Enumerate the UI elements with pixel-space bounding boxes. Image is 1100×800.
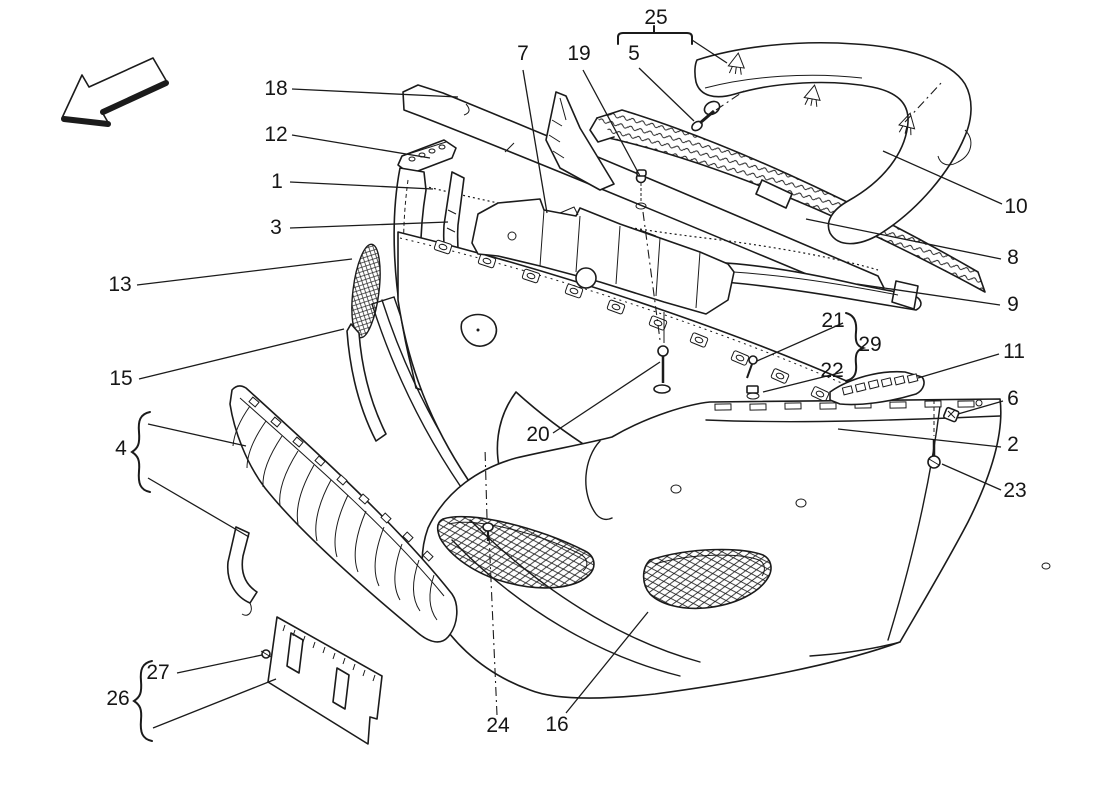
bolt-20: [642, 211, 671, 394]
callout-5[interactable]: 5: [628, 42, 640, 65]
clip-6: [942, 406, 960, 423]
callout-27[interactable]: 27: [146, 661, 169, 684]
callout-19[interactable]: 19: [567, 42, 590, 65]
bolt-24: [482, 522, 494, 541]
callout-21[interactable]: 21: [821, 309, 844, 332]
direction-arrow-icon: [61, 57, 169, 127]
callout-4[interactable]: 4: [115, 437, 127, 460]
callout-8[interactable]: 8: [1007, 246, 1019, 269]
callout-1[interactable]: 1: [271, 170, 283, 193]
air-duct-shroud: [694, 42, 972, 245]
bumper-stay-right: [545, 91, 615, 191]
leader-lines: [136, 39, 1004, 729]
bolt-23: [927, 400, 941, 469]
side-vent-mesh: [351, 243, 381, 339]
callout-24[interactable]: 24: [486, 714, 510, 737]
callout-9[interactable]: 9: [1007, 293, 1019, 316]
carrier-back-edge: [399, 179, 879, 271]
callout-15[interactable]: 15: [109, 367, 132, 390]
license-plate-holder: [267, 616, 383, 745]
callout-13[interactable]: 13: [108, 273, 131, 296]
callout-6[interactable]: 6: [1007, 387, 1019, 410]
callout-20[interactable]: 20: [526, 423, 549, 446]
callout-26[interactable]: 26: [106, 687, 129, 710]
bolt-5: [691, 90, 745, 132]
callout-23[interactable]: 23: [1003, 479, 1026, 502]
callout-10[interactable]: 10: [1004, 195, 1027, 218]
impact-crossbeam: [589, 109, 986, 293]
callout-22[interactable]: 22: [820, 359, 843, 382]
duct-triangle-mark: [727, 52, 746, 75]
screw-19: [635, 169, 647, 210]
duct-triangle-mark: [898, 112, 916, 136]
callout-12[interactable]: 12: [264, 123, 287, 146]
nut-22: [746, 385, 760, 400]
trim-strip: [346, 323, 387, 442]
callout-2[interactable]: 2: [1007, 433, 1019, 456]
callout-25[interactable]: 25: [644, 6, 667, 29]
group-braces: [130, 25, 867, 742]
callout-18[interactable]: 18: [264, 77, 287, 100]
side-mesh-grille: [642, 548, 772, 610]
callout-29[interactable]: 29: [858, 333, 881, 356]
callout-16[interactable]: 16: [545, 713, 568, 736]
stud-21: [746, 355, 758, 379]
callout-7[interactable]: 7: [517, 42, 529, 65]
energy-absorber: [471, 198, 735, 315]
screw-27: [260, 649, 272, 659]
lower-center-mesh-grille: [436, 515, 595, 589]
callout-11[interactable]: 11: [1003, 340, 1025, 363]
skin-top-flange: [705, 400, 1001, 423]
callout-3[interactable]: 3: [270, 216, 282, 239]
duct-triangle-mark: [803, 84, 821, 107]
grille-hook-bracket: [226, 526, 258, 616]
slotted-mounting-rail: [829, 370, 925, 406]
